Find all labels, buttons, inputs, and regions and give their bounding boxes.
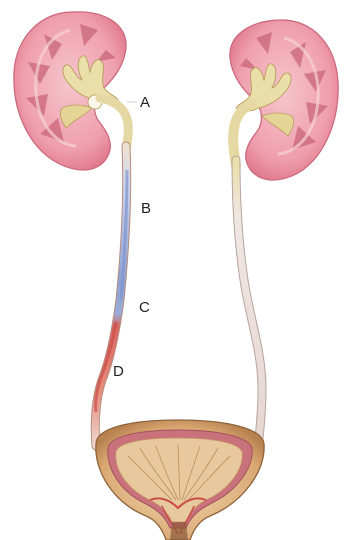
urinary-bladder	[96, 420, 264, 540]
label-a: A	[140, 95, 150, 110]
right-kidney	[230, 20, 338, 180]
right-ureter	[236, 160, 262, 448]
left-ureter	[95, 146, 127, 446]
label-b: B	[141, 201, 151, 216]
label-c: C	[139, 300, 150, 315]
label-d: D	[113, 364, 124, 379]
left-kidney	[14, 12, 128, 170]
